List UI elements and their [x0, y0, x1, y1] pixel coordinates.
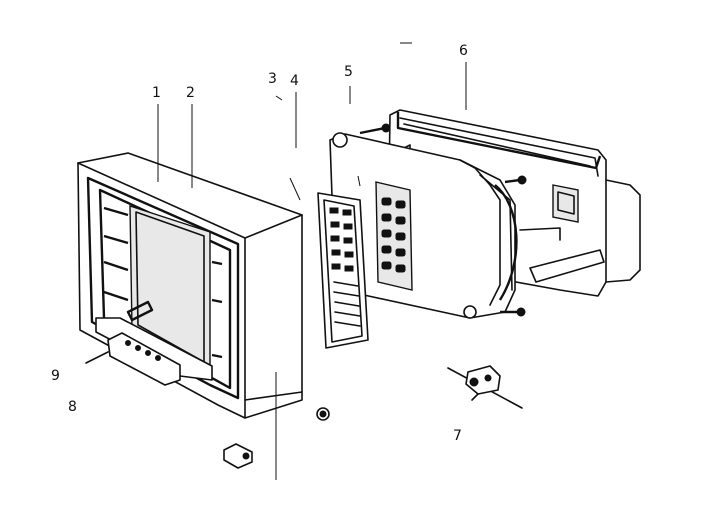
lower-bezel-button-bar: [85, 300, 213, 386]
strip-buttons: [329, 207, 354, 272]
leader-lines: [157, 42, 467, 480]
control-panel-strip: [317, 192, 369, 349]
callout-2: 2: [186, 85, 195, 101]
callout-6: 6: [459, 43, 468, 59]
picture-tube-assembly: [329, 123, 527, 319]
callout-1: 1: [152, 85, 161, 101]
front-cabinet: [77, 152, 303, 419]
control-knob: [223, 407, 330, 469]
callout-7: 7: [453, 428, 462, 444]
tuner-bracket: [447, 365, 523, 409]
keypad-buttons: [381, 197, 406, 273]
callout-8: 8: [68, 399, 77, 415]
callout-4: 4: [290, 73, 299, 89]
callout-5: 5: [344, 64, 353, 80]
callout-9: 9: [51, 368, 60, 384]
callout-3: 3: [268, 71, 277, 87]
